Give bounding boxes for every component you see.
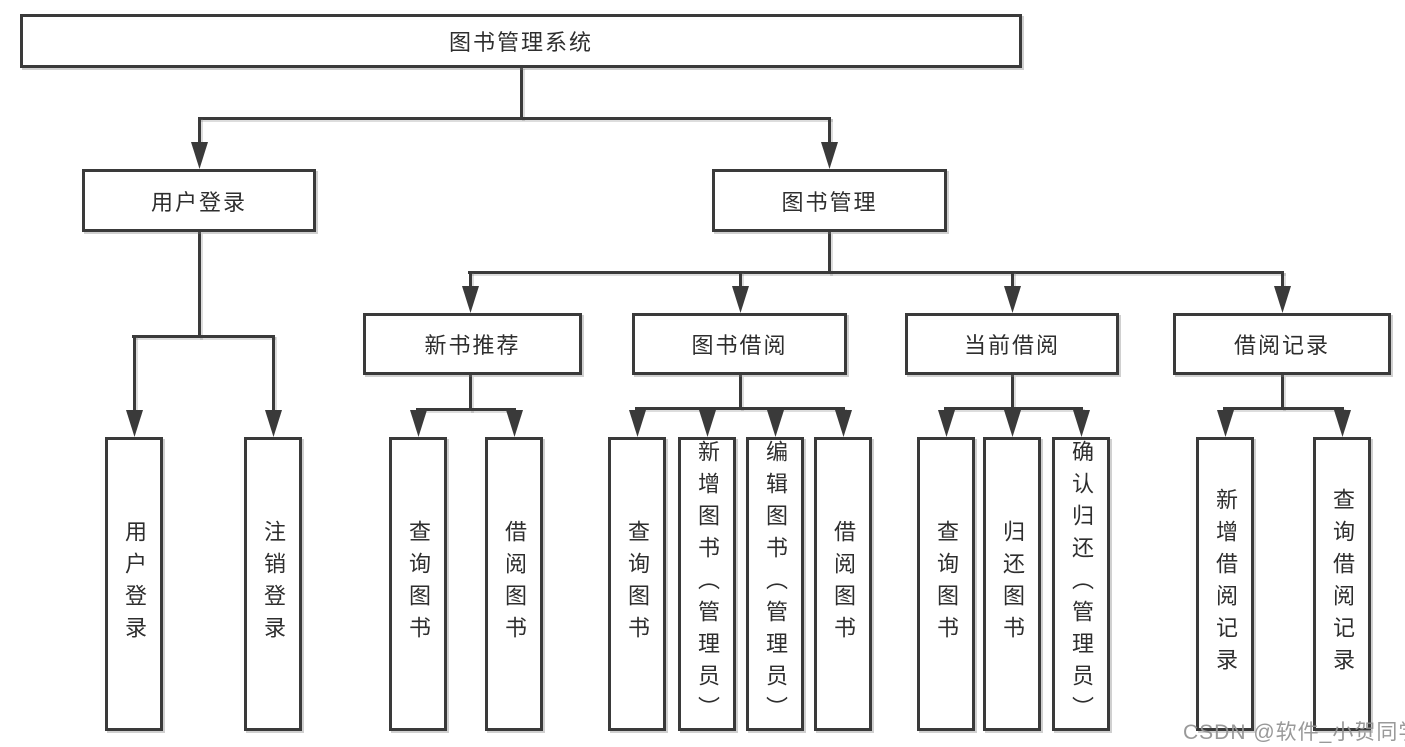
arrowhead-c2-icon xyxy=(699,410,716,437)
connector-book-mgmt-stub xyxy=(828,232,831,274)
connector-drop-a2 xyxy=(272,335,275,412)
connector-drop-current-borrow xyxy=(1011,271,1014,289)
leaf-label: 查询图书 xyxy=(406,520,431,648)
connector-drop-borrow-record xyxy=(1281,271,1284,289)
arrowhead-new-book-icon xyxy=(462,286,479,313)
node-label: 图书借阅 xyxy=(691,333,788,358)
connector-branch-b xyxy=(416,408,516,411)
arrowhead-book-borrow-icon xyxy=(732,286,749,313)
node-label: 图书管理系统 xyxy=(448,30,593,55)
leaf-label: 用户登录 xyxy=(122,520,147,648)
connector-drop-book-mgmt xyxy=(828,117,831,145)
connector-drop-user-login xyxy=(198,117,201,145)
arrowhead-a1-icon xyxy=(126,410,143,437)
leaf-query-books-borrow: 查询图书 xyxy=(608,437,666,731)
node-current-borrowing: 当前借阅 xyxy=(905,313,1119,375)
leaf-label: 借阅图书 xyxy=(502,520,527,648)
arrowhead-a2-icon xyxy=(265,410,282,437)
node-label: 用户登录 xyxy=(150,189,247,215)
connector-drop-book-borrow xyxy=(739,271,742,289)
arrowhead-e2-icon xyxy=(1334,410,1351,437)
leaf-query-books-recommend: 查询图书 xyxy=(389,437,447,731)
arrowhead-c1-icon xyxy=(629,410,646,437)
arrowhead-c4-icon xyxy=(835,410,852,437)
node-label: 借阅记录 xyxy=(1233,333,1330,358)
leaf-borrow-books-recommend: 借阅图书 xyxy=(485,437,543,731)
leaf-label: 注销登录 xyxy=(261,520,286,648)
arrowhead-current-borrow-icon xyxy=(1004,286,1021,313)
arrowhead-e1-icon xyxy=(1217,410,1234,437)
leaf-label: 新增借阅记录 xyxy=(1213,488,1238,680)
leaf-return-books: 归还图书 xyxy=(983,437,1041,731)
leaf-label: 查询借阅记录 xyxy=(1330,488,1355,680)
connector-borrow-record-stub xyxy=(1281,375,1284,409)
leaf-label: 编辑图书（管理员） xyxy=(763,440,788,728)
node-library-management-system: 图书管理系统 xyxy=(20,14,1022,68)
connector-current-borrow-stub xyxy=(1011,375,1014,409)
leaf-confirm-return-admin: 确认归还（管理员） xyxy=(1052,437,1110,731)
node-label: 图书管理 xyxy=(781,189,878,215)
connector-new-book-stub xyxy=(469,375,472,411)
leaf-query-books-current: 查询图书 xyxy=(917,437,975,731)
leaf-label: 查询图书 xyxy=(934,520,959,648)
leaf-query-borrow-record: 查询借阅记录 xyxy=(1313,437,1371,731)
arrowhead-c3-icon xyxy=(767,410,784,437)
leaf-label: 查询图书 xyxy=(625,520,650,648)
connector-drop-new-book xyxy=(469,271,472,289)
node-book-borrowing: 图书借阅 xyxy=(632,313,847,375)
arrowhead-d3-icon xyxy=(1073,410,1090,437)
node-label: 新书推荐 xyxy=(424,333,521,358)
arrowhead-borrow-record-icon xyxy=(1274,286,1291,313)
leaf-logout: 注销登录 xyxy=(244,437,302,731)
connector-branch-a xyxy=(132,335,274,338)
connector-branch-c xyxy=(635,407,845,410)
leaf-label: 新增图书（管理员） xyxy=(695,440,720,728)
connector-branch-level3 xyxy=(468,271,1284,274)
node-new-book-recommend: 新书推荐 xyxy=(363,313,582,375)
leaf-borrow-books: 借阅图书 xyxy=(814,437,872,731)
connector-branch-d xyxy=(944,407,1083,410)
connector-branch-e xyxy=(1223,407,1344,410)
leaf-add-books-admin: 新增图书（管理员） xyxy=(678,437,736,731)
node-borrowing-records: 借阅记录 xyxy=(1173,313,1391,375)
arrowhead-d1-icon xyxy=(938,410,955,437)
leaf-label: 归还图书 xyxy=(1000,520,1025,648)
connector-root-stub xyxy=(520,67,523,119)
csdn-watermark: CSDN @软件_小贺同学 xyxy=(1183,721,1405,744)
node-book-management: 图书管理 xyxy=(712,169,947,232)
arrowhead-b1-icon xyxy=(410,410,427,437)
leaf-add-borrow-record: 新增借阅记录 xyxy=(1196,437,1254,731)
arrowhead-user-login-icon xyxy=(191,142,208,169)
node-user-login: 用户登录 xyxy=(82,169,316,232)
leaf-edit-books-admin: 编辑图书（管理员） xyxy=(746,437,804,731)
arrowhead-b2-icon xyxy=(506,410,523,437)
connector-book-borrow-stub xyxy=(739,375,742,409)
node-label: 当前借阅 xyxy=(963,333,1060,358)
arrowhead-d2-icon xyxy=(1004,410,1021,437)
connector-branch-level2 xyxy=(198,117,831,120)
leaf-label: 确认归还（管理员） xyxy=(1069,440,1094,728)
connector-drop-a1 xyxy=(133,335,136,412)
connector-user-login-stub xyxy=(198,232,201,338)
leaf-label: 借阅图书 xyxy=(831,520,856,648)
leaf-user-login: 用户登录 xyxy=(105,437,163,731)
arrowhead-book-mgmt-icon xyxy=(821,142,838,169)
